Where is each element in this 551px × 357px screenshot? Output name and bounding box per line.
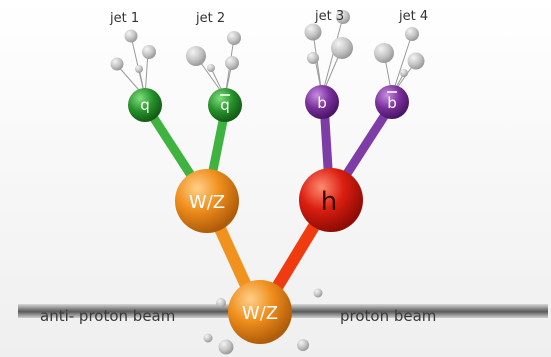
debris-particle [297, 339, 309, 351]
quark-q-sphere [128, 88, 162, 122]
wz-boson-lower: W/Z [228, 280, 292, 344]
debris-particle [407, 52, 425, 70]
debris-particle [207, 64, 215, 72]
higgs-sphere [299, 168, 363, 232]
higgs-label: h [321, 187, 337, 217]
debris-particle [186, 46, 206, 66]
debris-particle [225, 56, 239, 70]
jet-2-label: jet 2 [195, 11, 225, 26]
quark-bbar-label: b [387, 94, 397, 112]
jet-4-label: jet 4 [398, 9, 428, 24]
higgs-boson: h [299, 168, 363, 232]
quark-qbar-label: q [220, 96, 230, 114]
jet-3 [304, 10, 353, 96]
anti-proton-beam-label: anti- proton beam [40, 307, 175, 325]
debris-particle [110, 57, 124, 71]
jet-3-label: jet 3 [314, 9, 344, 24]
jet-1 [110, 29, 156, 98]
quark-b-sphere [305, 85, 339, 119]
quark-qbar: q [208, 88, 242, 122]
quark-b: b [305, 85, 339, 119]
debris-particle [203, 333, 213, 343]
debris-particle [405, 27, 419, 41]
quark-b-label: b [317, 94, 327, 112]
wz-lower-sphere [228, 280, 292, 344]
jet-1-label: jet 1 [109, 11, 139, 26]
quark-qbar-sphere [208, 88, 242, 122]
quark-q: q [128, 88, 162, 122]
debris-particle [336, 10, 350, 24]
debris-particle [307, 52, 319, 64]
quark-bbar-sphere [375, 85, 409, 119]
debris-particle [400, 69, 408, 77]
debris-particle [218, 339, 234, 355]
wz-boson-upper: W/Z [175, 169, 239, 233]
debris-particle [135, 65, 143, 73]
debris-particle [216, 298, 226, 308]
debris-particle [142, 45, 156, 59]
collision-debris [203, 288, 323, 355]
wz-upper-label: W/Z [189, 192, 225, 213]
debris-particle [374, 43, 394, 63]
debris-particle [331, 37, 353, 59]
jet-4 [374, 27, 425, 96]
proton-beam-label: proton beam [340, 307, 436, 325]
debris-particle [304, 23, 322, 41]
debris-particle [227, 31, 241, 45]
debris-particle [124, 29, 138, 43]
quark-bbar: b [375, 85, 409, 119]
jet-2 [186, 31, 241, 98]
quark-q-label: q [140, 96, 150, 114]
wz-lower-label: W/Z [242, 303, 278, 324]
wz-upper-sphere [175, 169, 239, 233]
debris-particle [313, 288, 323, 298]
